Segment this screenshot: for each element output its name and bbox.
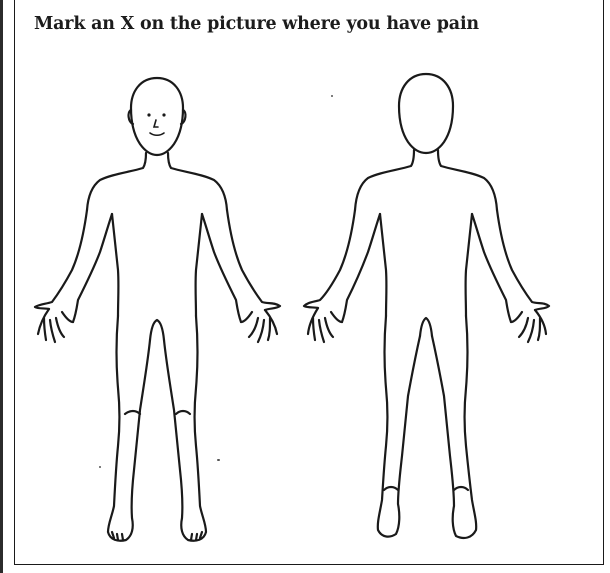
scan-speck bbox=[217, 459, 220, 461]
scan-speck bbox=[331, 95, 333, 97]
scan-speck bbox=[99, 466, 101, 468]
